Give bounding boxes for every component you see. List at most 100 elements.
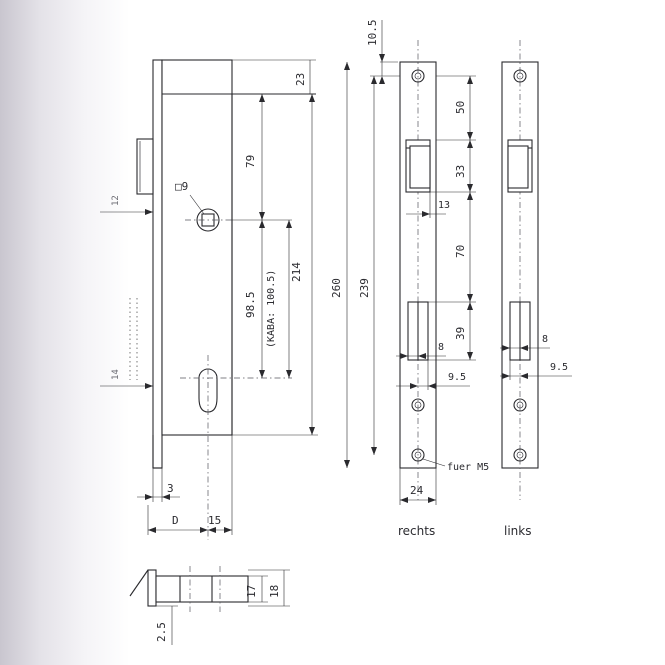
dim-33-arrow-bot bbox=[467, 184, 473, 192]
dim-3-arrow-r bbox=[162, 494, 170, 500]
dim-15-arrow-l bbox=[208, 527, 216, 533]
dim-14-label: 14 bbox=[111, 369, 121, 380]
dim-98-arrow-bot bbox=[259, 370, 265, 378]
rechts-screw-bottom-inner bbox=[414, 451, 422, 459]
dim-214-arrow-bot bbox=[286, 370, 292, 378]
rechts-screw-mid bbox=[411, 398, 425, 412]
dim-9-5-r-arrow-r bbox=[428, 383, 436, 389]
overall-height-dims: 260 239 10.5 bbox=[330, 20, 415, 468]
dim-case-arrow-bot bbox=[309, 427, 315, 435]
rechts-screw-top-inner bbox=[414, 72, 422, 80]
rechts-latch bbox=[409, 145, 431, 189]
lock-case bbox=[161, 59, 233, 436]
dim-9-5-l-arrow-l bbox=[502, 373, 510, 379]
dim-260-arrow-top bbox=[344, 62, 350, 70]
dim-33-arrow-top bbox=[467, 140, 473, 148]
dim-13-label: 13 bbox=[438, 200, 450, 211]
dim-square-leader bbox=[189, 194, 205, 215]
dim-10-5-arrow-a bbox=[379, 54, 385, 62]
dim-70-arrow-top bbox=[467, 192, 473, 200]
dim-79-label: 79 bbox=[244, 155, 257, 168]
dim-24-arrow-l bbox=[400, 497, 408, 503]
dim-9-5-l-arrow-r bbox=[520, 373, 528, 379]
dim-98-arrow-top bbox=[259, 220, 265, 228]
links-screw-bottom bbox=[513, 448, 527, 462]
rechts-screw-top bbox=[411, 69, 425, 83]
dim-9-5-r-label: 9.5 bbox=[448, 372, 466, 383]
dim-260-arrow-bot bbox=[344, 460, 350, 468]
links-latch bbox=[507, 145, 529, 189]
section-detail: 17 18 2.5 bbox=[129, 566, 290, 645]
dim-79-arrow-top bbox=[259, 94, 265, 102]
dim-10-5-label: 10.5 bbox=[366, 20, 379, 47]
follower-circle bbox=[196, 208, 220, 232]
dim-case-arrow-top bbox=[309, 94, 315, 102]
section-body bbox=[155, 575, 249, 603]
dim-8-r-arrow-l bbox=[400, 353, 408, 359]
dim-214-label: 214 bbox=[290, 262, 303, 282]
faceplate-rechts: 50 33 13 70 39 8 9.5 bbox=[396, 40, 489, 538]
dim-14-arrow bbox=[145, 383, 153, 389]
rechts-screw-bottom bbox=[411, 448, 425, 462]
dim-24-arrow-r bbox=[428, 497, 436, 503]
cylinder-cutout bbox=[198, 368, 218, 413]
dim-8-l-arrow-l bbox=[502, 345, 510, 351]
dim-39-arrow-bot bbox=[467, 352, 473, 360]
dim-79-arrow-bot bbox=[259, 212, 265, 220]
links-screw-bottom-inner bbox=[516, 451, 524, 459]
latch-bolt bbox=[136, 138, 154, 195]
dim-50-label: 50 bbox=[454, 101, 467, 114]
dim-kaba-label: (KABA: 100.5) bbox=[266, 270, 277, 348]
dim-33-label: 33 bbox=[454, 165, 467, 178]
dim-2-5-label: 2.5 bbox=[155, 622, 168, 642]
caption-rechts: rechts bbox=[398, 524, 435, 538]
links-screw-mid bbox=[513, 398, 527, 412]
dim-12-arrow bbox=[145, 209, 153, 215]
dim-8-r-arrow-r bbox=[418, 353, 426, 359]
dim-8-r-label: 8 bbox=[438, 342, 444, 353]
dim-98-5-label: 98.5 bbox=[244, 292, 257, 319]
forend-plate bbox=[152, 59, 163, 469]
dim-39-arrow-top bbox=[467, 302, 473, 310]
dim-50-arrow-top bbox=[467, 76, 473, 84]
dim-239-arrow-bot bbox=[371, 447, 377, 455]
dim-d-arrow-l bbox=[148, 527, 156, 533]
dim-39-label: 39 bbox=[454, 327, 467, 340]
dim-50-arrow-bot bbox=[467, 132, 473, 140]
dim-9-5-r-arrow-l bbox=[410, 383, 418, 389]
fuer-m5-leader bbox=[422, 458, 446, 467]
dim-214-arrow-top bbox=[286, 220, 292, 228]
dim-17-label: 17 bbox=[245, 585, 258, 598]
dim-239-arrow-top bbox=[371, 76, 377, 84]
dim-15-label: 15 bbox=[208, 514, 221, 527]
dim-13-arrow bbox=[422, 211, 430, 217]
fuer-m5-label: fuer M5 bbox=[447, 462, 489, 473]
dim-3-label: 3 bbox=[167, 482, 174, 495]
dim-9-5-l-label: 9.5 bbox=[550, 362, 568, 373]
dim-10-5-arrow-b bbox=[379, 76, 385, 84]
dim-8-l-label: 8 bbox=[542, 334, 548, 345]
dim-18-label: 18 bbox=[268, 585, 281, 598]
lock-body-view: 23 79 98.5 (KABA: 100.5) 214 □9 12 bbox=[100, 59, 318, 540]
section-forend bbox=[147, 569, 157, 607]
dim-260-label: 260 bbox=[330, 278, 343, 298]
section-bevel bbox=[129, 569, 149, 597]
dim-23-label: 23 bbox=[294, 73, 307, 86]
dim-square-9-label: □9 bbox=[175, 180, 188, 193]
dim-3-arrow-l bbox=[145, 494, 153, 500]
caption-links: links bbox=[504, 524, 531, 538]
dim-70-label: 70 bbox=[454, 245, 467, 258]
links-screw-top-inner bbox=[516, 72, 524, 80]
dim-d-arrow-r bbox=[200, 527, 208, 533]
dim-15-arrow-r bbox=[224, 527, 232, 533]
dim-70-arrow-bot bbox=[467, 294, 473, 302]
links-screw-top bbox=[513, 69, 527, 83]
dim-d-label: D bbox=[172, 514, 179, 527]
faceplate-links: 8 9.5 links bbox=[500, 40, 572, 538]
dim-24-label: 24 bbox=[410, 484, 424, 497]
rechts-screw-mid-inner bbox=[414, 401, 422, 409]
links-screw-mid-inner bbox=[516, 401, 524, 409]
dim-12-label: 12 bbox=[111, 195, 121, 206]
